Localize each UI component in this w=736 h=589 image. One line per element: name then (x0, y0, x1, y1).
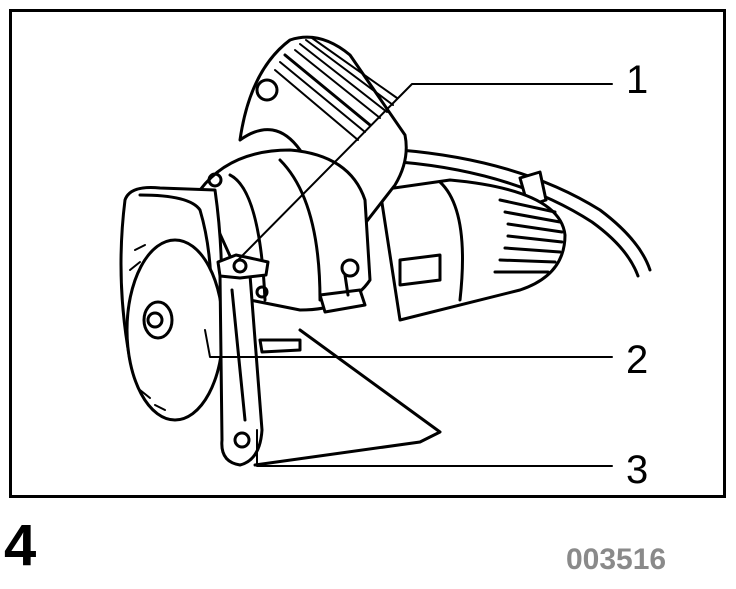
figure-number: 4 (4, 513, 37, 578)
figure-code: 003516 (566, 543, 667, 576)
callout-1-label: 1 (626, 58, 649, 102)
motor-housing (378, 178, 567, 322)
diamond-wheel (125, 238, 225, 422)
leader-line-2 (204, 329, 613, 358)
callout-2-label: 2 (626, 338, 649, 382)
wing-bolt (216, 253, 270, 280)
water-valve (255, 258, 367, 314)
handle (238, 35, 408, 232)
depth-guide (218, 273, 264, 467)
figure-frame (9, 9, 726, 498)
leader-line-3 (256, 429, 613, 467)
base-plate (253, 328, 442, 467)
leader-line-1 (237, 83, 613, 261)
callout-3-label: 3 (626, 448, 649, 492)
